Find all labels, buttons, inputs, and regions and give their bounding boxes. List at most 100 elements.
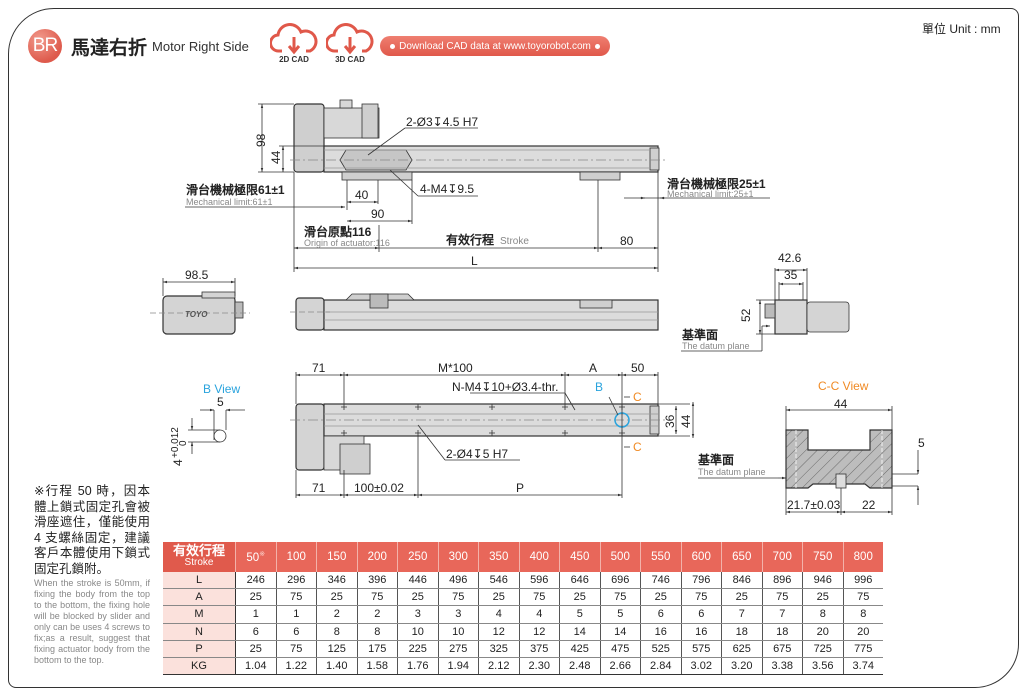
spec-cell: 25 <box>397 588 438 607</box>
mech-limit-right-zh: 滑台機械極限25±1 <box>667 176 766 191</box>
spec-cell: 175 <box>356 640 398 658</box>
spec-cell: 246 <box>235 572 276 590</box>
dim-end-width-inner: 35 <box>784 268 798 282</box>
stroke-col-header: 300 <box>437 542 479 572</box>
spec-cell: 5 <box>599 605 641 624</box>
spec-cell: 1.40 <box>316 657 357 676</box>
spec-cell: 846 <box>721 572 762 590</box>
page-frame <box>8 8 1019 688</box>
spec-cell: 2.48 <box>559 657 600 676</box>
dim-pitch: M*100 <box>438 361 473 375</box>
stroke-col-header: 700 <box>761 542 803 572</box>
spec-cell: 1.76 <box>397 657 438 676</box>
spec-cell: 12 <box>518 623 560 641</box>
stroke-50-note: ※行程 50 時，因本體上鎖式固定孔會被滑座遮住，僅能使用 4 支螺絲固定，建議… <box>34 484 150 666</box>
spec-cell: 3.20 <box>721 657 762 676</box>
section-header: BR 馬達右折 Motor Right Side <box>28 29 249 63</box>
stroke-col-header: 350 <box>478 542 519 572</box>
stroke-col-header: 50※ <box>235 542 276 572</box>
stroke-col-header: 800 <box>842 542 883 572</box>
row-label: M <box>163 605 236 624</box>
spec-cell: 75 <box>437 588 479 607</box>
row-label: P <box>163 640 236 658</box>
spec-cell: 16 <box>640 623 681 641</box>
datum-zh-end: 基準面 <box>681 327 718 342</box>
b-view-tol-upper: +0.012 <box>170 427 181 458</box>
spec-cell: 14 <box>599 623 641 641</box>
callout-thread-hole: 4-M4↧9.5 <box>420 182 474 196</box>
stroke-col-header: 500 <box>599 542 641 572</box>
top-view <box>290 372 695 498</box>
spec-cell: 446 <box>397 572 438 590</box>
cad-3d-label: 3D CAD <box>335 55 365 64</box>
stroke-col-header: 450 <box>559 542 600 572</box>
spec-cell: 2 <box>316 605 357 624</box>
stroke-col-header: 600 <box>680 542 722 572</box>
spec-cell: 75 <box>680 588 722 607</box>
spec-cell: 75 <box>842 588 883 607</box>
b-view-title: B View <box>203 382 240 396</box>
spec-cell: 6 <box>235 623 276 641</box>
spec-cell: 2.66 <box>599 657 641 676</box>
spec-cell: 25 <box>640 588 681 607</box>
dim-right-offset: 50 <box>631 361 645 375</box>
spec-cell: 25 <box>802 588 843 607</box>
spec-cell: 646 <box>559 572 600 590</box>
spec-cell: 496 <box>437 572 479 590</box>
stroke-value: 100 <box>286 551 306 563</box>
stroke-value: 600 <box>691 551 711 563</box>
spec-cell: 75 <box>518 588 560 607</box>
stroke-value: 350 <box>489 551 509 563</box>
dim-motor-width: 98.5 <box>185 268 209 282</box>
dim-total-length: L <box>471 254 478 268</box>
spec-cell: 75 <box>761 588 803 607</box>
note-en: When the stroke is 50mm, if fixing the b… <box>34 578 150 665</box>
stroke-col-header: 650 <box>721 542 762 572</box>
cad-3d-button[interactable]: 3D CAD <box>324 23 376 69</box>
datum-en-end: The datum plane <box>682 341 750 351</box>
row-label: A <box>163 588 236 607</box>
spec-cell: 725 <box>802 640 843 658</box>
spec-cell: 1 <box>235 605 276 624</box>
dim-end-length: 80 <box>620 234 634 248</box>
spec-cell: 775 <box>842 640 883 658</box>
stroke-col-header: 550 <box>640 542 681 572</box>
spec-cell: 25 <box>559 588 600 607</box>
dim-height-body: 44 <box>269 150 283 164</box>
b-view-width: 5 <box>217 395 224 409</box>
spec-cell: 546 <box>478 572 519 590</box>
spec-cell: 8 <box>842 605 883 624</box>
spec-cell: 7 <box>761 605 803 624</box>
cc-view-depth: 5 <box>918 436 925 450</box>
stroke-value: 800 <box>853 551 873 563</box>
stroke-col-header: 400 <box>518 542 560 572</box>
cc-view <box>698 406 920 515</box>
front-view <box>290 293 659 331</box>
side-view <box>185 99 770 272</box>
cad-2d-label: 2D CAD <box>279 55 309 64</box>
spec-cell: 4 <box>478 605 519 624</box>
datum-zh-cc: 基準面 <box>697 452 734 467</box>
spec-cell: 10 <box>437 623 479 641</box>
download-cad-link[interactable]: Download CAD data at www.toyorobot.com <box>380 36 610 56</box>
bullet-icon <box>594 43 600 49</box>
spec-cell: 6 <box>275 623 317 641</box>
origin-en: Origin of actuator:116 <box>304 238 390 248</box>
spec-cell: 75 <box>275 588 317 607</box>
spec-cell: 18 <box>761 623 803 641</box>
spec-cell: 8 <box>316 623 357 641</box>
spec-cell: 696 <box>599 572 641 590</box>
spec-cell: 225 <box>397 640 438 658</box>
stroke-value: 700 <box>772 551 792 563</box>
spec-cell: 2 <box>356 605 398 624</box>
stroke-value: 450 <box>570 551 590 563</box>
spec-cell: 796 <box>680 572 722 590</box>
dim-a: A <box>589 361 597 375</box>
spec-cell: 1.58 <box>356 657 398 676</box>
cad-2d-button[interactable]: 2D CAD <box>268 23 320 69</box>
spec-cell: 2.12 <box>478 657 519 676</box>
unit-label: 單位 Unit : mm <box>922 22 1001 36</box>
c-marker-bottom: C <box>633 440 642 454</box>
